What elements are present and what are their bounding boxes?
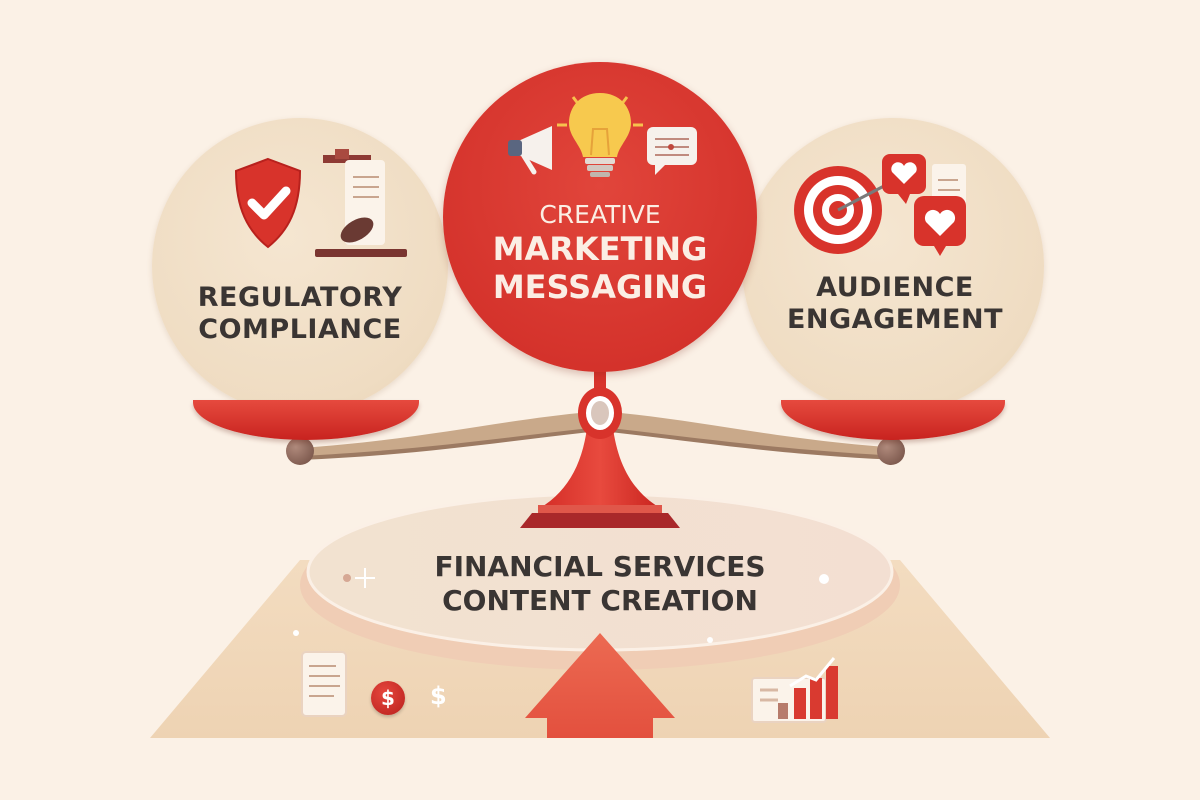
dollar-sign-icon: $ xyxy=(430,682,447,710)
audience-engagement-label: AUDIENCE ENGAGEMENT xyxy=(750,272,1040,337)
base-label-line1: FINANCIAL SERVICES xyxy=(434,550,766,583)
target-icon xyxy=(794,166,885,254)
base-label: FINANCIAL SERVICES CONTENT CREATION xyxy=(350,550,850,617)
left-beam-knob xyxy=(286,437,314,465)
regulatory-label-line1: REGULATORY xyxy=(197,282,403,313)
audience-label-line1: AUDIENCE xyxy=(816,272,974,303)
document-icon xyxy=(301,651,347,717)
creative-marketing-label: CREATIVE MARKETING MESSAGING xyxy=(450,200,750,307)
center-label-line1: CREATIVE xyxy=(539,200,661,229)
regulatory-compliance-circle xyxy=(152,118,448,414)
regulatory-compliance-label: REGULATORY COMPLIANCE xyxy=(160,282,440,347)
center-label-line2: MARKETING xyxy=(492,230,708,268)
bar-chart-icon xyxy=(751,657,838,723)
megaphone-icon xyxy=(508,126,552,175)
lightbulb-icon xyxy=(557,93,643,177)
chat-bubble-icon xyxy=(647,127,697,175)
heart-bubble-icon xyxy=(882,154,926,204)
base-label-line2: CONTENT CREATION xyxy=(442,583,758,617)
regulatory-label-line2: COMPLIANCE xyxy=(198,314,402,346)
heart-bubble-icon xyxy=(914,196,966,256)
scale-stand xyxy=(300,365,900,528)
up-arrow-icon xyxy=(525,633,675,738)
shield-check-icon xyxy=(234,157,302,249)
center-label-line3: MESSAGING xyxy=(492,268,708,307)
right-beam-knob xyxy=(877,437,905,465)
gavel-icon xyxy=(315,149,407,257)
dollar-coin-icon: $ xyxy=(371,681,405,715)
audience-label-line2: ENGAGEMENT xyxy=(786,304,1004,336)
